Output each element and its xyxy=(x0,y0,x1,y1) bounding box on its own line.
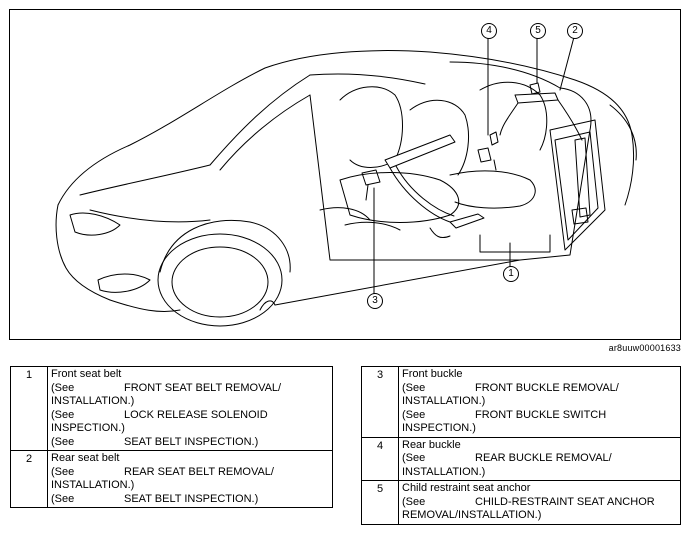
car-diagram: 4 5 2 1 3 xyxy=(9,9,681,340)
figure-code: ar8uuw00001633 xyxy=(608,343,681,353)
item-title: Rear seat belt xyxy=(51,452,120,464)
item-title: Rear buckle xyxy=(402,438,461,451)
reference-line: INSPECTION.) xyxy=(402,422,677,436)
item-number: 2 xyxy=(10,450,48,508)
reference-link[interactable]: CHILD-RESTRAINT SEAT ANCHOR xyxy=(475,495,655,508)
reference-link[interactable]: LOCK RELEASE SOLENOID xyxy=(124,408,268,421)
car-line-drawing xyxy=(55,36,637,327)
item-title: Front buckle xyxy=(402,368,463,380)
callout-3: 3 xyxy=(367,293,383,309)
callout-1: 1 xyxy=(503,266,519,282)
reference-link[interactable]: INSTALLATION.) xyxy=(51,479,135,491)
reference-link[interactable]: SEAT BELT INSPECTION.) xyxy=(124,435,259,448)
reference-line: INSTALLATION.) xyxy=(402,395,677,409)
reference-link[interactable]: REAR SEAT BELT REMOVAL/ xyxy=(124,465,274,478)
callout-4: 4 xyxy=(481,23,497,39)
item-number: 4 xyxy=(361,436,399,481)
reference-link[interactable]: INSPECTION.) xyxy=(402,422,476,434)
reference-link[interactable]: REMOVAL/INSTALLATION.) xyxy=(402,509,542,521)
reference-link[interactable]: SEAT BELT INSPECTION.) xyxy=(124,492,259,505)
callout-5: 5 xyxy=(530,23,546,39)
reference-line: INSTALLATION.) xyxy=(51,395,329,409)
reference-link[interactable]: FRONT BUCKLE REMOVAL/ xyxy=(475,381,619,394)
callout-2: 2 xyxy=(567,23,583,39)
reference-line: REMOVAL/INSTALLATION.) xyxy=(402,509,677,523)
reference-line: INSPECTION.) xyxy=(51,422,329,436)
reference-link[interactable]: INSPECTION.) xyxy=(51,422,125,434)
reference-link[interactable]: FRONT SEAT BELT REMOVAL/ xyxy=(124,381,282,394)
item-number: 1 xyxy=(10,366,48,451)
reference-link[interactable]: INSTALLATION.) xyxy=(402,395,486,407)
reference-link[interactable]: INSTALLATION.) xyxy=(402,465,486,478)
item-title: Front seat belt xyxy=(51,368,122,380)
item-title: Child restraint seat anchor xyxy=(402,482,531,494)
reference-line: INSTALLATION.) xyxy=(51,479,329,493)
item-number: 5 xyxy=(361,480,399,525)
reference-link[interactable]: INSTALLATION.) xyxy=(51,395,135,407)
item-number: 3 xyxy=(361,366,399,438)
reference-line: INSTALLATION.) xyxy=(402,466,677,480)
reference-link[interactable]: FRONT BUCKLE SWITCH xyxy=(475,408,607,421)
reference-link[interactable]: REAR BUCKLE REMOVAL/ xyxy=(475,452,612,464)
